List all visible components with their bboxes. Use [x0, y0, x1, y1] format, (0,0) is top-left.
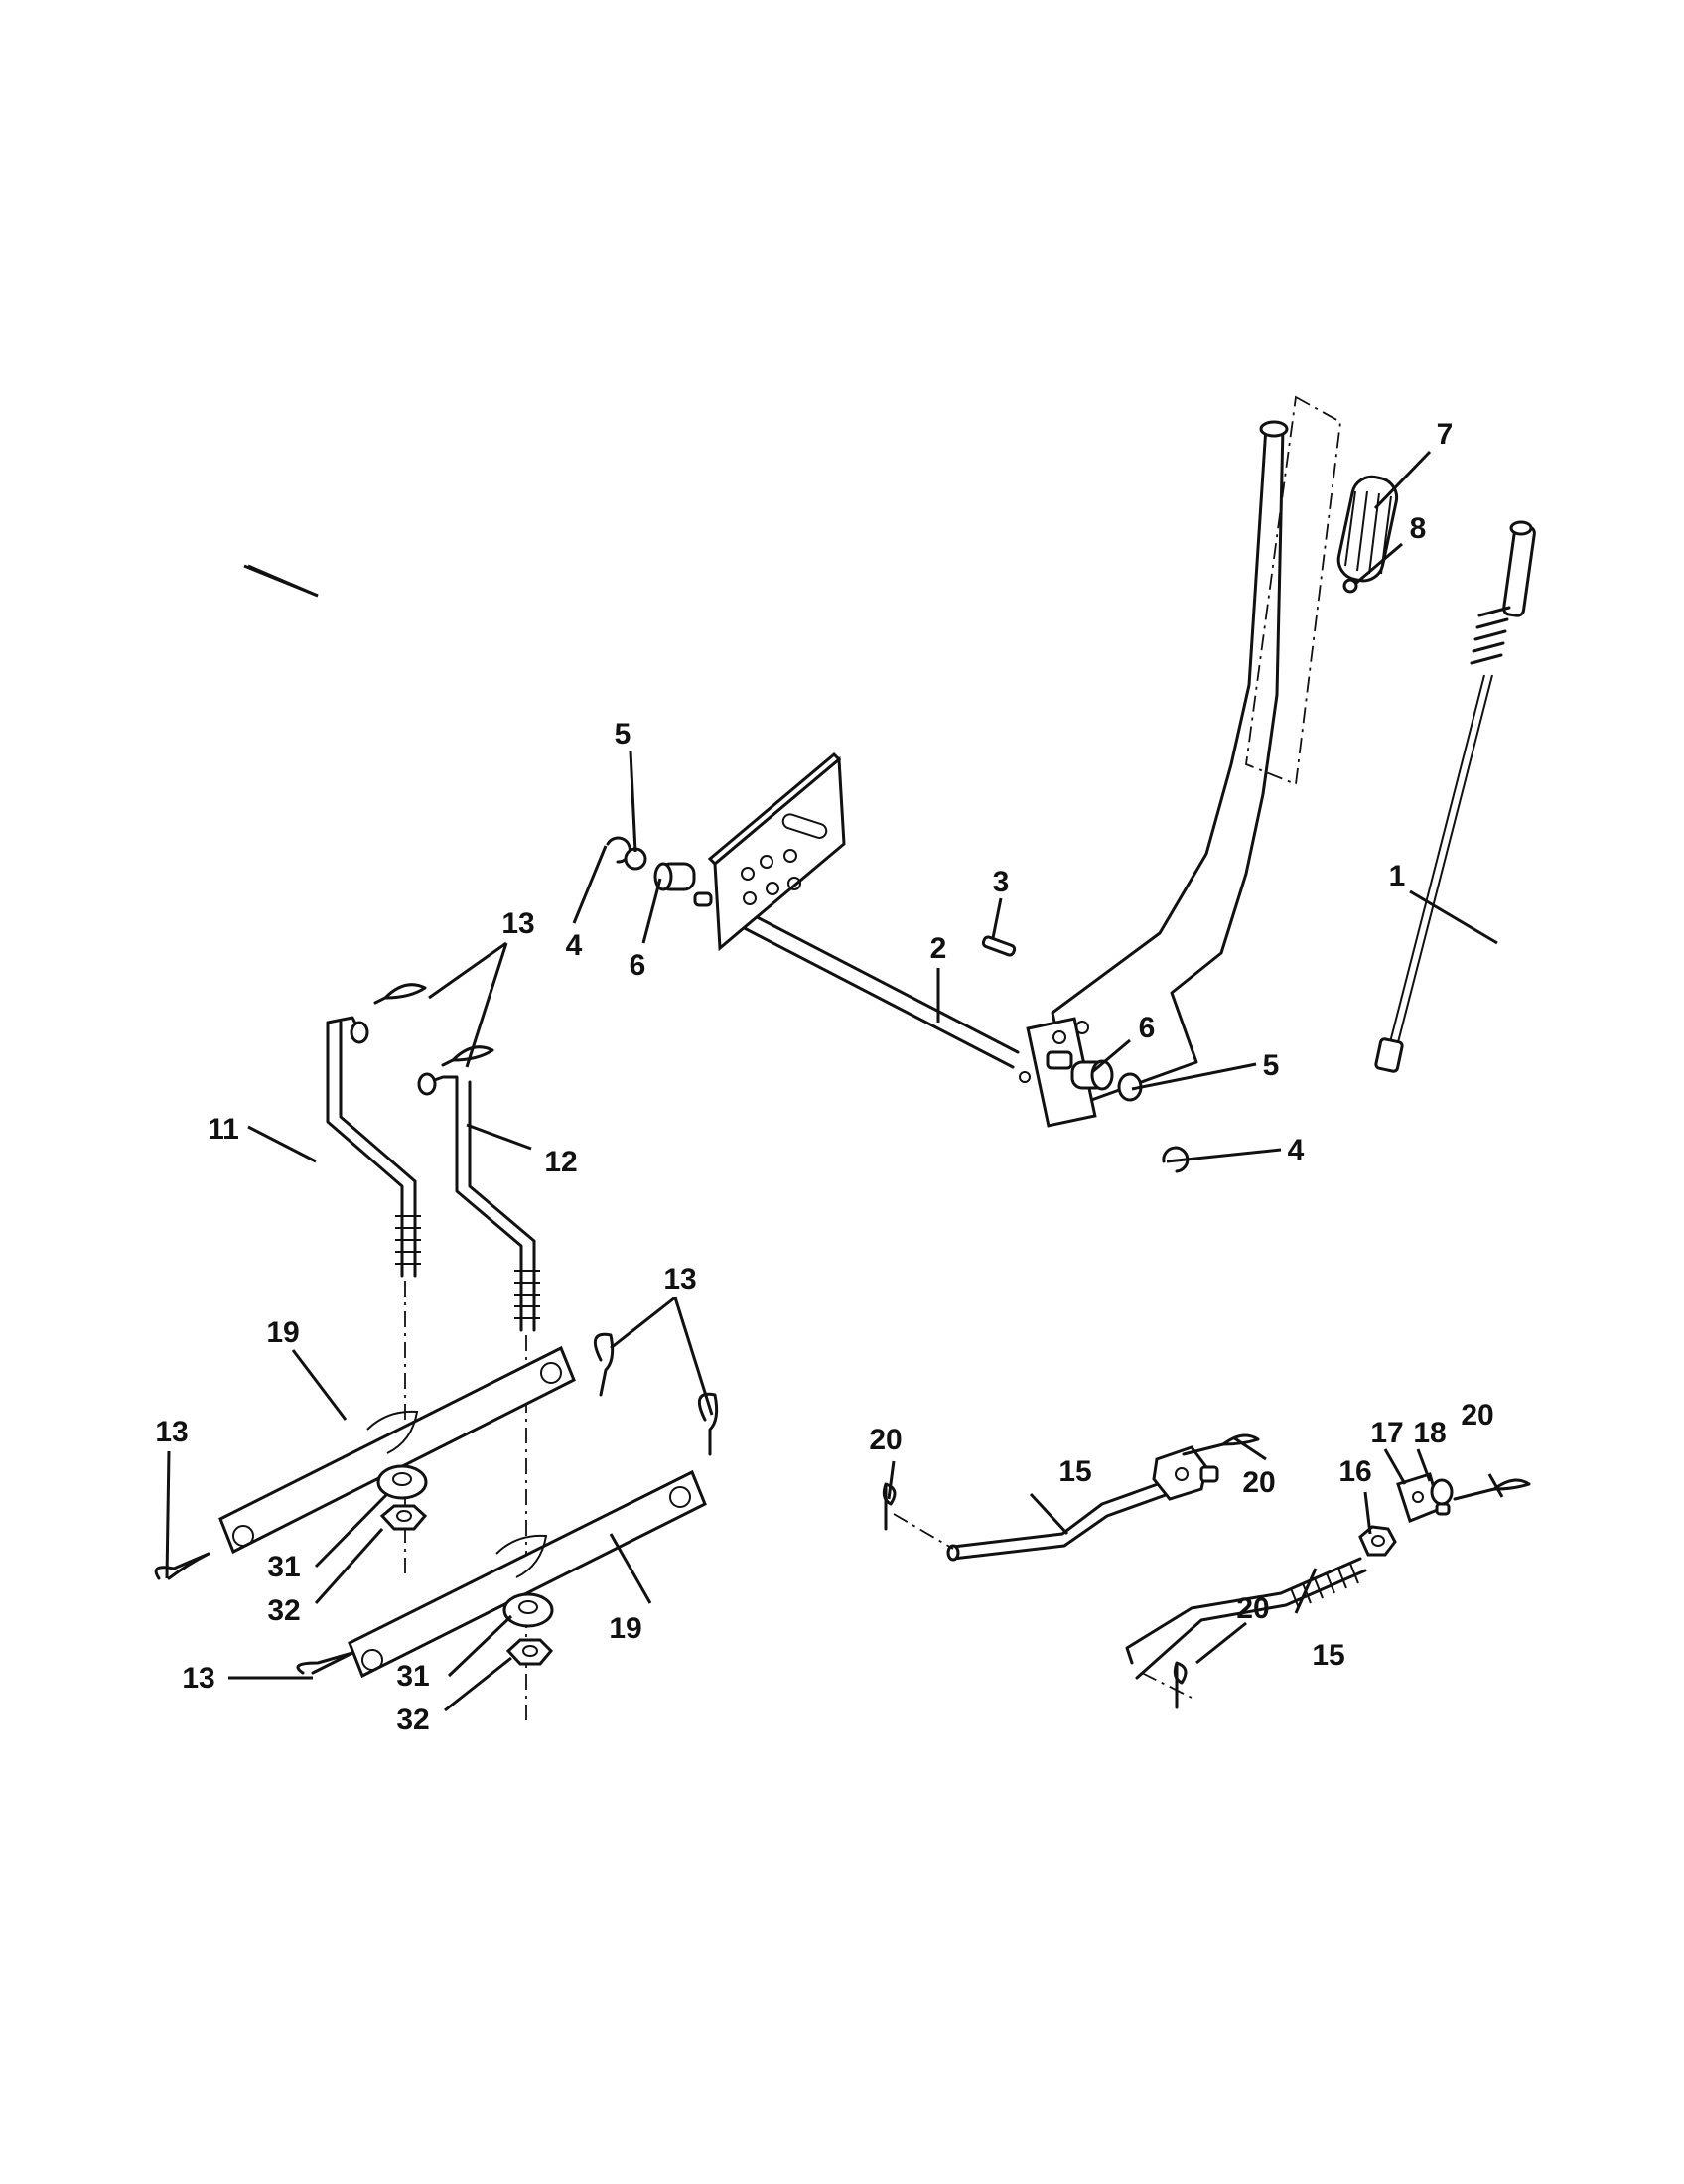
callout-5-right: 5: [1263, 1049, 1280, 1082]
hairpin-clips-top: [373, 983, 494, 1067]
callout-17: 17: [1370, 1417, 1403, 1449]
callout-4-left: 4: [566, 929, 583, 962]
callout-32-upper: 32: [267, 1594, 300, 1627]
hairpin-clips-side: [154, 1332, 719, 1675]
callout-12: 12: [544, 1146, 577, 1178]
link-rod-15-lower: [1125, 1557, 1367, 1680]
callout-13-left: 13: [155, 1416, 188, 1448]
rod-dash-lower: [1141, 1672, 1193, 1699]
screw: [1342, 578, 1358, 594]
grip-phantom-outline: [1245, 395, 1341, 786]
callout-20-lower: 20: [1236, 1592, 1269, 1625]
link-rod-15-upper: [946, 1445, 1219, 1562]
callout-15-upper: 15: [1058, 1455, 1091, 1488]
callout-31-upper: 31: [267, 1551, 300, 1583]
callout-6-right: 6: [1139, 1012, 1156, 1044]
leader-lines: [165, 450, 1504, 1712]
callout-13-right: 13: [663, 1263, 696, 1296]
callout-32-lower: 32: [396, 1704, 429, 1736]
callout-2: 2: [930, 932, 947, 965]
callout-20-right: 20: [1461, 1399, 1493, 1432]
callout-4-right: 4: [1288, 1134, 1305, 1166]
handle-grip: [1336, 475, 1399, 583]
callout-13-top: 13: [501, 907, 534, 940]
mounting-plate: [707, 751, 846, 952]
callout-31-lower: 31: [396, 1660, 429, 1693]
callout-20-mid: 20: [1242, 1466, 1275, 1499]
callout-1: 1: [1389, 860, 1406, 892]
callout-numbers: 1 2 3 4 4 5 5 6 6 7 8 11 12 13 13 13 13 …: [155, 418, 1493, 1736]
lift-link-11: [326, 1016, 421, 1278]
callout-8: 8: [1410, 512, 1427, 545]
callout-3: 3: [993, 866, 1010, 898]
callout-6-left: 6: [630, 949, 646, 982]
left-shaft-hardware: [606, 836, 713, 907]
callout-11: 11: [208, 1113, 239, 1146]
lift-spring-rod: [1374, 520, 1536, 1073]
rod-dash-upper: [893, 1513, 954, 1550]
lift-arm-19-upper: [218, 1345, 576, 1555]
lift-shaft: [728, 904, 1020, 1069]
adjuster-hardware: [1358, 1472, 1454, 1557]
callout-20-left: 20: [869, 1424, 902, 1456]
callout-18: 18: [1413, 1417, 1446, 1449]
spacers-and-nuts: [376, 1464, 554, 1666]
callout-19-upper: 19: [266, 1316, 299, 1349]
callout-16: 16: [1338, 1455, 1371, 1488]
callout-15-lower: 15: [1312, 1639, 1344, 1672]
lift-arm-19-lower: [348, 1469, 707, 1679]
callout-13-bottom: 13: [182, 1662, 214, 1695]
lift-link-12: [417, 1072, 540, 1332]
callout-7: 7: [1437, 418, 1454, 451]
roll-pin: [981, 935, 1017, 957]
callout-19-lower: 19: [609, 1612, 641, 1645]
callout-5-left: 5: [615, 718, 632, 751]
